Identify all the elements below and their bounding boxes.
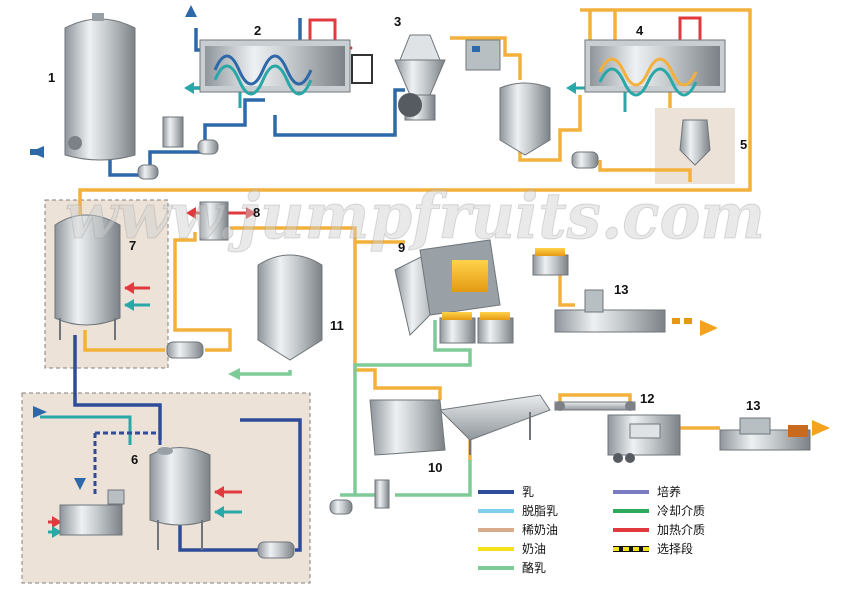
label-7: 7 <box>129 238 136 253</box>
culture-rack <box>59 489 125 536</box>
pump-7 <box>166 341 204 359</box>
plate-heat-exchanger-4 <box>584 39 726 97</box>
label-13-top: 13 <box>614 282 628 297</box>
packaging-machine-13a <box>554 289 692 333</box>
butter-trolley <box>532 248 569 276</box>
cream-separator <box>394 34 501 121</box>
watermark-text: www.jumpfruits.com <box>65 179 765 254</box>
legend-label: 酪乳 <box>522 560 546 575</box>
legend-label: 奶油 <box>522 542 546 556</box>
legend-label: 冷却介质 <box>657 504 705 518</box>
culture-dashed-line <box>95 431 162 445</box>
cream-ripening-tank <box>54 214 121 340</box>
vacuum-deaerator <box>679 119 711 166</box>
buttermilk-tank <box>257 254 323 361</box>
legend-label: 加热介质 <box>657 523 705 537</box>
batch-churn <box>394 239 514 344</box>
output-arrows <box>700 320 830 436</box>
conveyor-12 <box>554 401 636 411</box>
raw-milk-arrows <box>30 5 197 158</box>
packing-machine-12 <box>607 414 681 463</box>
buttermilk-arrows <box>228 368 240 380</box>
culture-panel-border <box>21 392 311 584</box>
pump-4 <box>571 151 599 169</box>
continuous-butter-maker <box>369 394 551 456</box>
legend-label: 选择段 <box>657 541 693 556</box>
cooling-arrows <box>52 82 576 538</box>
label-3: 3 <box>394 14 401 29</box>
cream-tank <box>499 82 551 156</box>
legend-label: 脱脂乳 <box>522 503 558 518</box>
label-2: 2 <box>254 23 261 38</box>
label-11: 11 <box>330 318 344 333</box>
label-1: 1 <box>48 70 55 85</box>
culture-arrows <box>33 406 86 490</box>
label-5: 5 <box>740 137 747 152</box>
legend-label: 乳 <box>522 485 534 499</box>
milk-silo <box>64 13 136 161</box>
label-10: 10 <box>428 460 442 475</box>
plate-heat-exchanger-2 <box>199 39 373 96</box>
label-4: 4 <box>636 23 644 38</box>
label-12: 12 <box>640 391 654 406</box>
culture-tank <box>149 447 211 550</box>
legend-label: 培养 <box>657 484 681 499</box>
pump-6 <box>257 541 295 559</box>
small-pump-tank <box>137 116 219 180</box>
plate-heater-8 <box>199 201 229 241</box>
buttermilk-pump <box>329 479 390 515</box>
cream-ripening-panel-border <box>44 199 169 369</box>
label-9: 9 <box>398 240 405 255</box>
milk-pipes <box>73 335 302 552</box>
label-8: 8 <box>253 205 260 220</box>
packaging-machine-13b <box>719 417 811 451</box>
legend-label: 稀奶油 <box>522 523 558 537</box>
label-13-bottom: 13 <box>746 398 760 413</box>
label-6: 6 <box>131 452 138 467</box>
